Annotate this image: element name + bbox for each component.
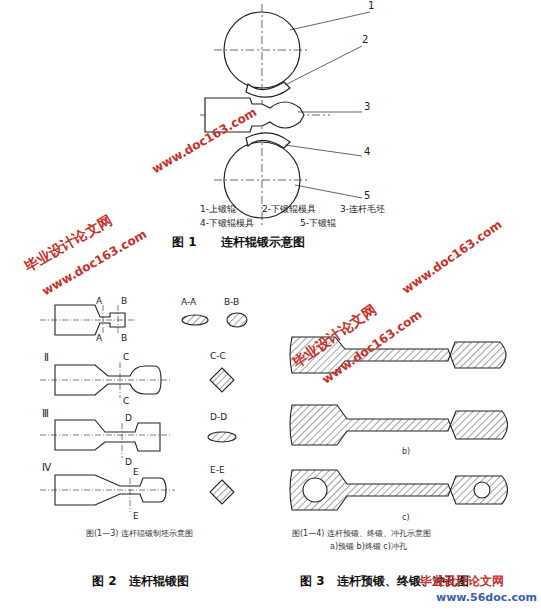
callout-number: 5	[364, 190, 370, 201]
sub-figure-label: c)	[402, 514, 410, 523]
section-letter: E	[133, 512, 139, 522]
section-name: B-B	[224, 298, 239, 308]
section-letter: E	[133, 468, 139, 478]
section-name: D-D	[210, 413, 227, 423]
callout-number: 4	[364, 146, 370, 157]
section-letter: B	[121, 334, 127, 344]
callout-number: 2	[362, 34, 368, 45]
callout-number: 1	[368, 0, 374, 11]
watermark: www.56doc.com	[436, 592, 537, 604]
section-name: A-A	[181, 298, 196, 308]
stage-number: Ⅱ	[44, 352, 49, 363]
legend-note: 1-上锻辊	[200, 205, 236, 215]
stage-number: Ⅳ	[42, 462, 51, 473]
section-letter: A	[96, 297, 102, 307]
stage-number: Ⅲ	[42, 408, 49, 419]
legend-note: 5-下锻辊	[300, 219, 336, 229]
section-name: C-C	[210, 352, 226, 362]
section-letter: A	[96, 334, 102, 344]
roll-forging-figure	[200, 4, 370, 226]
section-letter: C	[123, 353, 129, 363]
section-letter: C	[123, 397, 129, 407]
legend-note: 2-下锻辊模具	[262, 205, 316, 215]
section-letter: D	[125, 414, 132, 424]
roll-forging-stages	[40, 305, 247, 512]
watermark: 毕业设计论文网	[420, 575, 504, 588]
inner-caption: 图(1—3) 连杆辊锻制坯示意图	[86, 530, 193, 539]
sub-figure-label: b)	[402, 448, 410, 457]
legend-note: 3-连杆毛坯	[340, 205, 385, 215]
section-name: E-E	[210, 466, 225, 476]
section-letter: B	[121, 297, 127, 307]
figure-caption: 图 1 连杆辊锻示意图	[172, 236, 305, 249]
inner-caption: 图(1—4) 连杆预锻、终锻、冲孔示意图	[292, 530, 431, 539]
watermark: www.doc163.com	[400, 218, 505, 297]
callout-number: 3	[364, 101, 370, 112]
watermark: www.doc163.com	[40, 228, 149, 299]
section-letter: D	[125, 458, 132, 468]
legend-note: 4-下锻辊模具	[200, 219, 254, 229]
figure-caption: 图 2 连杆辊锻图	[92, 575, 189, 588]
preforging-figure	[290, 337, 508, 510]
inner-caption: a)预锻 b)终锻 c)冲孔	[330, 543, 407, 552]
